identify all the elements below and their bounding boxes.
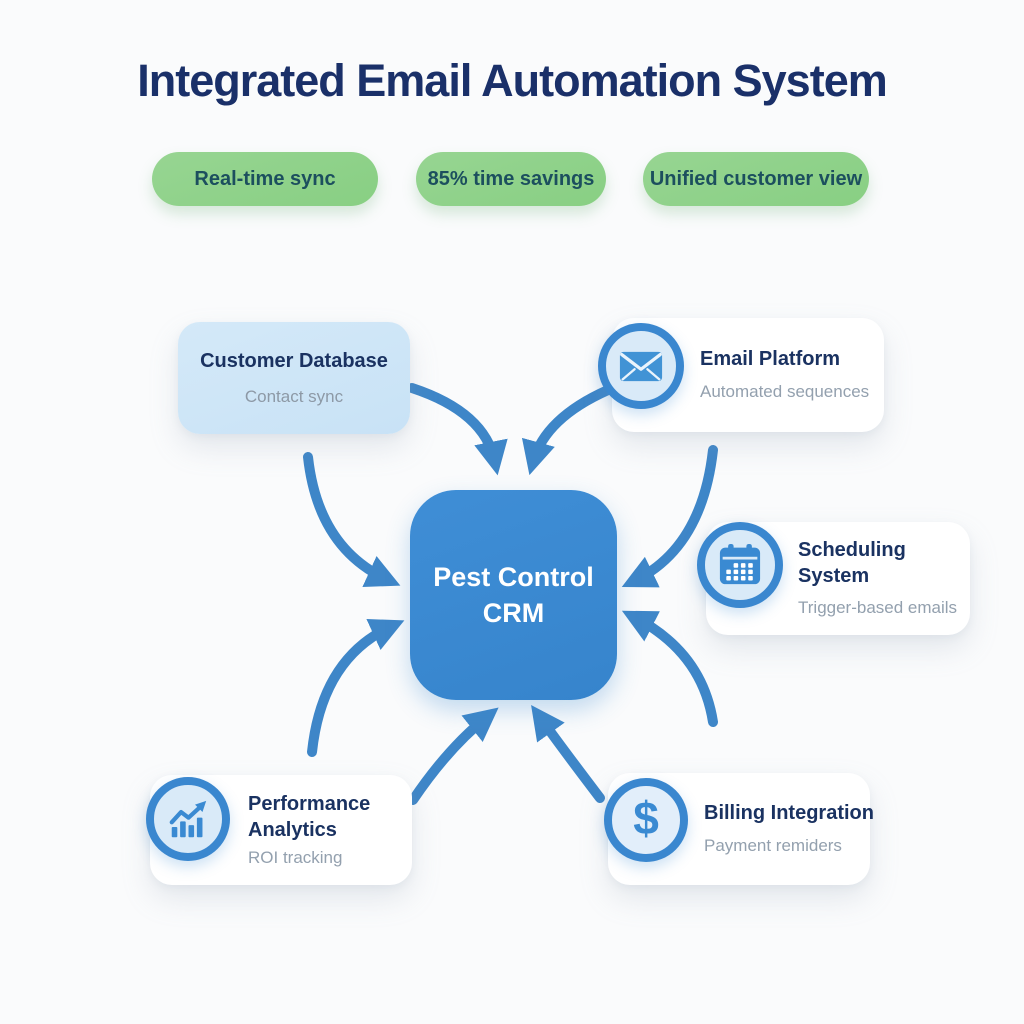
envelope-icon — [598, 323, 684, 409]
arrow-email-to-crm-top — [521, 385, 613, 476]
calendar-icon — [697, 522, 783, 608]
node-title: Email Platform — [700, 348, 841, 371]
arrow-customer-to-crm-top — [407, 383, 508, 476]
node-pest-control-crm: Pest Control CRM — [410, 490, 617, 700]
node-title: Customer Database — [200, 349, 388, 372]
dollar-icon: $ — [604, 778, 688, 862]
arrow-analytics-to-crm-left — [307, 619, 405, 757]
arrow-email-to-crm-right — [621, 445, 718, 588]
node-title: Scheduling System — [798, 539, 906, 588]
arrow-analytics-to-crm-bottom — [408, 707, 499, 805]
node-customer-database: Customer Database Contact sync — [178, 322, 410, 434]
node-subtitle: Contact sync — [244, 386, 344, 406]
node-title: Billing Integration — [704, 802, 874, 825]
node-title: Performance Analytics — [248, 792, 371, 841]
node-subtitle: Payment remiders — [704, 836, 842, 856]
arrow-billing-to-crm-right — [621, 610, 718, 727]
bar-chart-icon — [146, 777, 230, 861]
arrow-billing-to-crm-bottom — [531, 704, 605, 803]
dollar-glyph: $ — [633, 792, 659, 844]
badge-label: Unified customer view — [649, 167, 863, 190]
arrow-customer-to-crm-left — [303, 452, 401, 587]
node-subtitle: Automated sequences — [700, 382, 870, 402]
node-subtitle: ROI tracking — [248, 847, 343, 867]
badge-time-savings: 85% time savings — [416, 152, 606, 206]
node-subtitle: Trigger-based emails — [798, 598, 958, 618]
crm-label: Pest Control CRM — [433, 561, 594, 628]
badge-real-time-sync: Real-time sync — [152, 152, 378, 206]
badge-unified-customer-view: Unified customer view — [643, 152, 869, 206]
badge-label: 85% time savings — [427, 167, 595, 190]
badge-label: Real-time sync — [194, 167, 336, 190]
page-title: Integrated Email Automation System — [137, 55, 887, 106]
